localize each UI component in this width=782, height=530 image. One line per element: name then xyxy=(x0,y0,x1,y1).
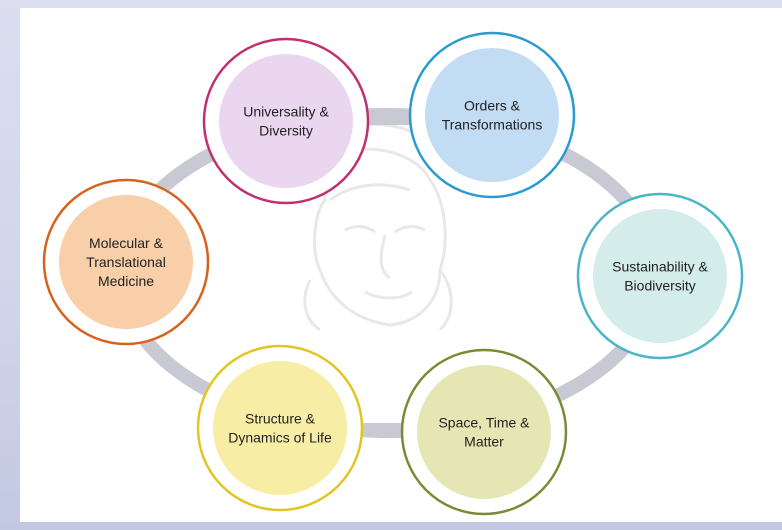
node-label-sustainability-line-2: Biodiversity xyxy=(624,278,696,294)
node-label-molecular-line-3: Medicine xyxy=(98,273,154,289)
node-label-sustainability-line-1: Sustainability & xyxy=(612,259,708,275)
node-fill-orders xyxy=(425,48,559,182)
node-label-space-line-1: Space, Time & xyxy=(438,415,530,431)
node-space: Space, Time & Matter xyxy=(400,348,568,516)
node-orders: Orders & Transformations xyxy=(408,31,576,199)
node-structure: Structure & Dynamics of Life xyxy=(196,344,364,512)
node-label-universality-line-2: Diversity xyxy=(259,123,313,139)
node-fill-sustainability xyxy=(593,209,727,343)
node-fill-universality xyxy=(219,54,353,188)
node-label-structure-line-2: Dynamics of Life xyxy=(228,430,332,446)
node-label-structure-line-1: Structure & xyxy=(245,411,316,427)
node-label-universality-line-1: Universality & xyxy=(243,104,329,120)
node-fill-structure xyxy=(213,361,347,495)
node-label-space-line-2: Matter xyxy=(464,434,504,450)
node-label-molecular-line-1: Molecular & xyxy=(89,235,164,251)
node-label-orders-line-2: Transformations xyxy=(442,117,543,133)
node-sustainability: Sustainability & Biodiversity xyxy=(576,192,744,360)
node-label-orders-line-1: Orders & xyxy=(464,98,521,114)
node-fill-molecular xyxy=(59,195,193,329)
node-fill-space xyxy=(417,365,551,499)
node-label-molecular-line-2: Translational xyxy=(86,254,166,270)
node-universality: Universality & Diversity xyxy=(202,37,370,205)
